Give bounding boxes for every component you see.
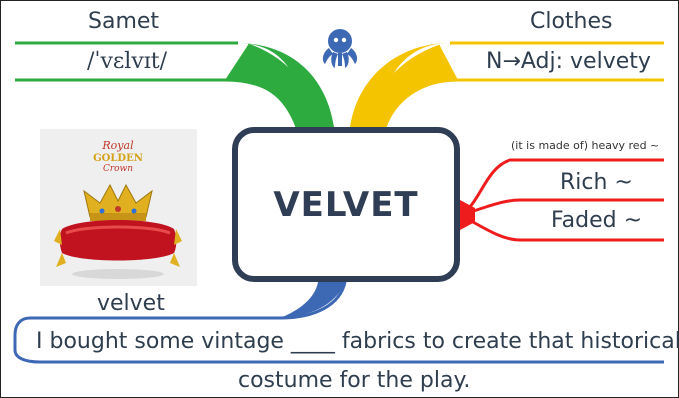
center-word-box: VELVET — [232, 127, 460, 282]
image-caption: velvet — [97, 291, 165, 316]
translation-text: Samet — [88, 9, 160, 34]
logo-line-1: Royal — [101, 139, 134, 152]
logo-line-2: GOLDEN — [93, 153, 143, 164]
collocation-faded: Faded ~ — [551, 208, 643, 233]
blue-branch — [13, 280, 664, 364]
word-form-text: N→Adj: velvety — [486, 49, 651, 74]
center-word: VELVET — [273, 184, 419, 225]
category-text: Clothes — [530, 9, 613, 34]
example-sentence-line-2: costume for the play. — [238, 368, 471, 393]
crown-pillow-illustration: Royal GOLDEN Crown — [54, 139, 182, 279]
pronunciation-text: /ˈvɛlvɪt/ — [87, 49, 168, 74]
octopus-icon — [322, 29, 358, 68]
logo-line-3: Crown — [103, 164, 133, 174]
velvet-image: Royal GOLDEN Crown — [40, 129, 197, 286]
collocation-rich: Rich ~ — [560, 170, 633, 195]
example-sentence-line-1: I bought some vintage ____ fabrics to cr… — [36, 329, 679, 354]
usage-note-text: (it is made of) heavy red ~ — [511, 139, 660, 152]
